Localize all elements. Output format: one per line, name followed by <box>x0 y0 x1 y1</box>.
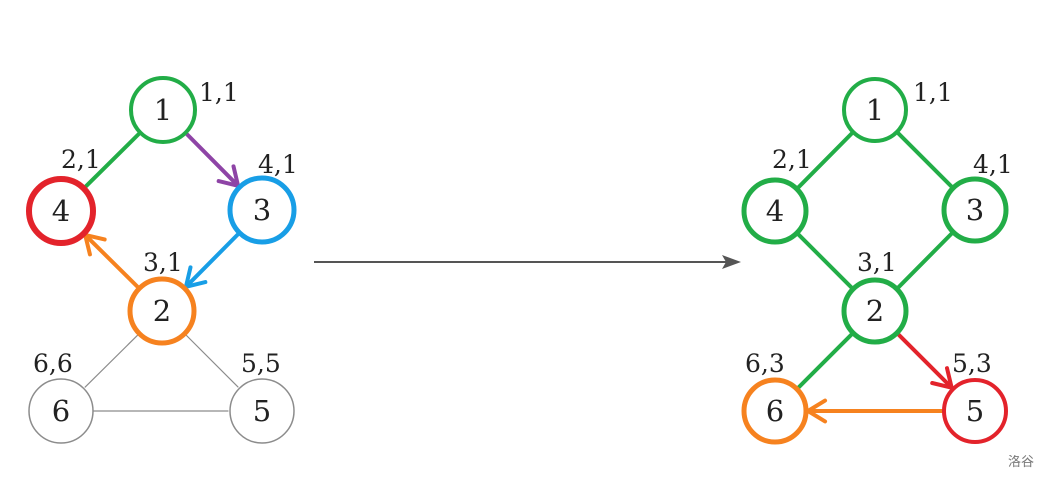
pair-label-right-1: 1,1 <box>913 78 953 107</box>
pair-label-right-5: 5,3 <box>952 349 992 378</box>
pair-label-right-2: 3,1 <box>857 248 897 277</box>
transition-arrow-head <box>722 255 741 269</box>
node-label-left-2: 2 <box>153 294 171 328</box>
pair-label-left-4: 2,1 <box>61 145 101 174</box>
node-label-right-2: 2 <box>866 294 884 328</box>
node-right-4 <box>741 177 809 245</box>
node-label-right-4: 4 <box>766 194 784 228</box>
edge-right-2-5 <box>894 330 954 390</box>
node-left-3 <box>227 175 297 245</box>
pair-label-right-6: 6,3 <box>745 349 785 378</box>
edge-left-1-3 <box>183 130 241 188</box>
edge-left-3-2 <box>183 230 242 289</box>
node-left-5 <box>229 378 295 444</box>
node-right-6 <box>741 377 809 445</box>
node-label-left-1: 1 <box>154 93 172 127</box>
node-left-4 <box>26 176 96 246</box>
node-label-right-1: 1 <box>866 93 884 127</box>
node-right-5 <box>942 378 1008 444</box>
edge-right-1-3 <box>894 129 954 189</box>
watermark-label: 洛谷 <box>1007 455 1034 470</box>
edge-left-2-5 <box>184 333 239 388</box>
node-label-left-5: 5 <box>253 394 271 428</box>
pair-label-right-3: 4,1 <box>973 150 1013 179</box>
transition-arrow <box>314 255 741 269</box>
node-left-2 <box>127 276 197 346</box>
node-label-right-3: 3 <box>966 193 984 227</box>
pair-label-left-6: 6,6 <box>33 349 73 378</box>
node-right-1 <box>842 77 908 143</box>
node-right-3 <box>941 176 1009 244</box>
edge-left-2-6 <box>84 332 140 388</box>
node-label-left-6: 6 <box>52 394 70 428</box>
pair-label-left-2: 3,1 <box>143 248 183 277</box>
node-left-1 <box>129 76 197 144</box>
node-label-right-5: 5 <box>966 394 984 428</box>
left-graph: 1 1,1 4 2,1 3 4,1 2 3,1 6 6,6 5 5,5 <box>26 76 298 444</box>
edge-right-3-2 <box>896 230 956 290</box>
pair-label-right-4: 2,1 <box>772 145 812 174</box>
right-graph: 1 1,1 4 2,1 3 4,1 2 3,1 6 6,3 5 5,3 <box>741 77 1013 445</box>
pair-label-left-3: 4,1 <box>258 150 298 179</box>
edge-right-2-6 <box>796 330 856 390</box>
edge-left-1-4 <box>83 130 143 190</box>
node-label-left-3: 3 <box>253 193 271 227</box>
node-label-left-4: 4 <box>52 194 70 228</box>
edge-left-2-4 <box>83 232 142 291</box>
edge-right-4-2 <box>794 230 854 290</box>
pair-label-left-5: 5,5 <box>241 349 281 378</box>
edge-arrowhead-right-2-5 <box>930 366 954 390</box>
node-label-right-6: 6 <box>766 394 784 428</box>
edge-right-1-4 <box>796 130 856 190</box>
node-left-6 <box>28 378 94 444</box>
node-right-2 <box>841 277 909 345</box>
pair-label-left-1: 1,1 <box>199 78 239 107</box>
